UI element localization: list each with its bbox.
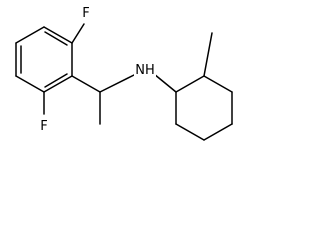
atom-label-background: [80, 4, 92, 21]
atom-label-background: [134, 61, 156, 78]
ring-double-bond: [44, 73, 68, 88]
ring-bond: [43, 75, 73, 93]
aryl-ch-bond: [71, 75, 101, 93]
c-f-bond-top: [71, 23, 85, 44]
atom-label-background: [38, 117, 50, 134]
amine-label: NH: [135, 63, 155, 78]
ring-bond: [203, 123, 233, 141]
ring-bond: [15, 26, 45, 44]
fluorine-atom-bottom: F: [38, 117, 50, 134]
cyclohexane-ring: [175, 75, 233, 141]
ring-bond: [43, 26, 73, 44]
amine-atom: NH: [134, 61, 156, 78]
ring-bond: [15, 75, 45, 93]
ring-methyl-bond: [203, 32, 213, 77]
benzene-ring: [15, 26, 73, 93]
fluorine-label-top: F: [82, 6, 89, 21]
ring-bond: [175, 75, 205, 93]
ring-double-bond: [44, 31, 68, 46]
ch-n-bond: [99, 73, 137, 93]
fluorine-label-bottom: F: [40, 119, 47, 134]
n-cyclohexyl-bond: [153, 73, 177, 93]
molecule-structure: F F NH: [15, 4, 233, 141]
ring-bond: [175, 123, 205, 141]
fluorine-atom-top: F: [80, 4, 92, 21]
ring-bond: [203, 75, 233, 93]
